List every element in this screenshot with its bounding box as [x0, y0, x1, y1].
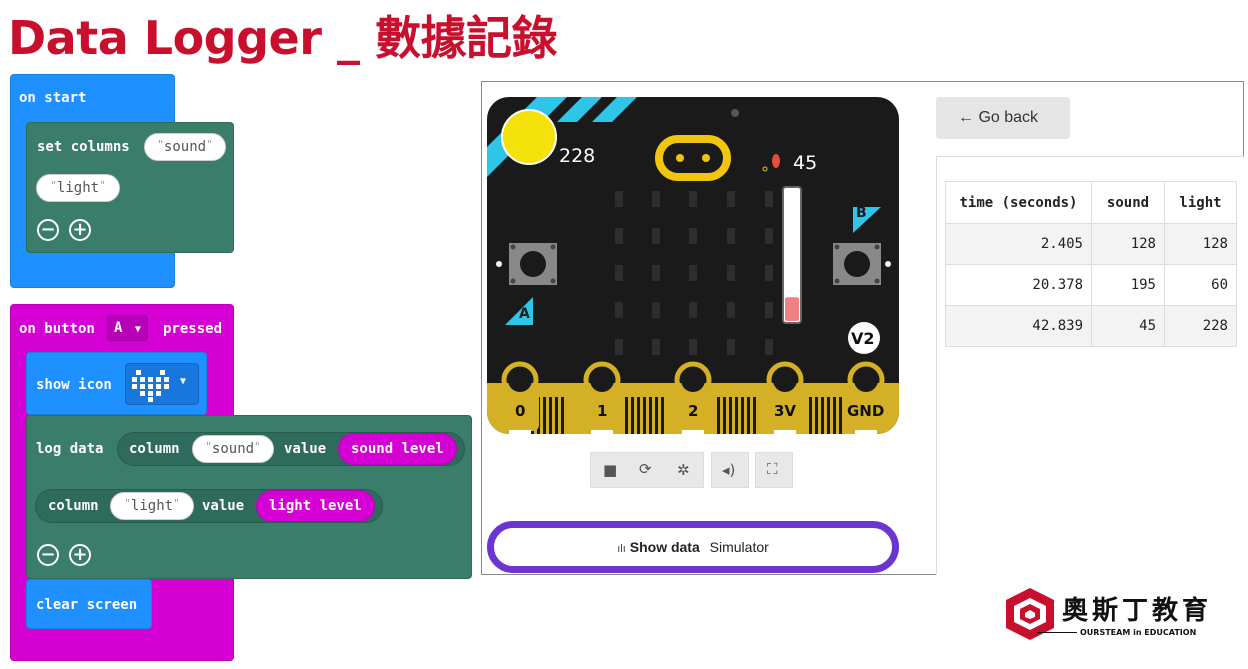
- table-row: 2.405 128 128: [945, 223, 1237, 265]
- page-title: Data Logger _ 數據記錄: [8, 11, 557, 65]
- light-level-value: 228: [559, 145, 596, 167]
- table-cell: 60: [1164, 264, 1237, 306]
- pin-0-label[interactable]: 0: [515, 402, 526, 420]
- heart-icon: [132, 370, 169, 402]
- sound-level-text: sound level: [351, 441, 444, 457]
- table-cell: 45: [1091, 305, 1165, 347]
- debug-icon[interactable]: ✲: [677, 461, 690, 479]
- table-cell: 42.839: [945, 305, 1092, 347]
- bar-chart-icon: ılı: [617, 543, 626, 555]
- column-light-entry[interactable]: column "light" value light level: [35, 489, 383, 523]
- value-label: value: [202, 498, 245, 514]
- go-back-button[interactable]: ← Go back: [936, 97, 1070, 139]
- table-row: 42.839 45 228: [945, 305, 1237, 347]
- column-light-text: light: [130, 498, 174, 514]
- version-badge: V2: [851, 329, 875, 348]
- pin-1-label[interactable]: 1: [597, 402, 608, 420]
- sound-level-slider[interactable]: [783, 187, 801, 323]
- set-columns-label: set columns: [37, 139, 130, 155]
- brand-logo-icon: [1006, 588, 1054, 640]
- button-b-label: B: [856, 205, 867, 221]
- restart-icon[interactable]: ⟳: [639, 460, 652, 478]
- table-header: time (seconds): [945, 181, 1092, 224]
- table-header-row: time (seconds) sound light: [945, 181, 1237, 224]
- table-row: 20.378 195 60: [945, 264, 1237, 306]
- table-cell: 128: [1164, 223, 1237, 265]
- brand-name: 奧斯丁教育: [1062, 596, 1213, 626]
- data-table: time (seconds) sound light 2.405 128 128…: [945, 181, 1237, 347]
- show-data-sub: Simulator: [709, 539, 769, 555]
- column-sound-text: sound: [163, 139, 207, 155]
- button-select-dropdown[interactable]: A ▼: [107, 315, 148, 341]
- column-sound-pill[interactable]: "sound": [144, 133, 226, 161]
- column-light-value-pill[interactable]: "light": [110, 492, 194, 520]
- show-data-label: Show data: [629, 539, 700, 555]
- column-label: column: [48, 498, 99, 514]
- button-a-label: A: [519, 306, 530, 322]
- sound-level-value: 45: [793, 152, 818, 174]
- table-cell: 2.405: [945, 223, 1092, 265]
- brand-tagline: OURSTEAM in EDUCATION: [1080, 628, 1197, 637]
- fullscreen-button[interactable]: ⛶: [755, 452, 793, 488]
- table-cell: 195: [1091, 264, 1165, 306]
- light-level-text: light level: [269, 498, 362, 514]
- add-column-button[interactable]: +: [69, 219, 91, 241]
- pin-3v-label[interactable]: 3V: [774, 402, 797, 420]
- remove-column-button[interactable]: −: [37, 544, 59, 566]
- show-icon-label: show icon: [36, 377, 112, 393]
- clear-screen-block[interactable]: clear screen: [26, 579, 152, 629]
- fullscreen-icon: ⛶: [767, 460, 778, 478]
- column-light-text: light: [56, 180, 100, 196]
- speaker-icon: ◂): [722, 461, 736, 479]
- microbit-board: 228 45 A B V2 0 1 2 3V GND: [487, 97, 899, 434]
- button-select-value: A: [114, 320, 123, 336]
- column-light-pill[interactable]: "light": [36, 174, 120, 202]
- show-icon-block[interactable]: show icon ▼: [26, 352, 207, 415]
- light-level-indicator[interactable]: [501, 109, 557, 165]
- icon-picker-dropdown[interactable]: ▼: [125, 363, 199, 405]
- remove-column-button[interactable]: −: [37, 219, 59, 241]
- clear-screen-label: clear screen: [36, 597, 138, 613]
- mute-button[interactable]: ◂): [711, 452, 749, 488]
- on-start-label: on start: [19, 90, 87, 106]
- light-level-reporter[interactable]: light level: [256, 490, 375, 522]
- on-button-label: on button: [19, 321, 95, 337]
- table-cell: 20.378: [945, 264, 1092, 306]
- table-header: light: [1164, 181, 1237, 224]
- column-sound-entry[interactable]: column "sound" value sound level: [117, 432, 465, 466]
- log-data-block[interactable]: log data column "sound" value sound leve…: [26, 415, 472, 579]
- chevron-down-icon: ▼: [134, 324, 141, 335]
- column-sound-value-pill[interactable]: "sound": [192, 435, 274, 463]
- table-header: sound: [1091, 181, 1165, 224]
- log-data-label: log data: [36, 441, 104, 457]
- stop-icon[interactable]: ■: [603, 461, 618, 479]
- sound-level-reporter[interactable]: sound level: [338, 433, 457, 465]
- value-label: value: [284, 441, 327, 457]
- pin-gnd-label[interactable]: GND: [847, 402, 885, 420]
- button-a[interactable]: [509, 243, 557, 285]
- pressed-label: pressed: [163, 321, 223, 337]
- brand-tagline-line: [1037, 632, 1077, 633]
- button-b[interactable]: [833, 243, 881, 285]
- set-columns-block[interactable]: set columns "sound" "light" − +: [26, 122, 234, 253]
- add-column-button[interactable]: +: [69, 544, 91, 566]
- column-sound-text: sound: [211, 441, 255, 457]
- column-label: column: [129, 441, 180, 457]
- table-cell: 228: [1164, 305, 1237, 347]
- pin-2-label[interactable]: 2: [688, 402, 699, 420]
- table-cell: 128: [1091, 223, 1165, 265]
- chevron-down-icon: ▼: [180, 376, 187, 387]
- simulator-toolbar: ■ ⟳ ✲: [590, 452, 704, 488]
